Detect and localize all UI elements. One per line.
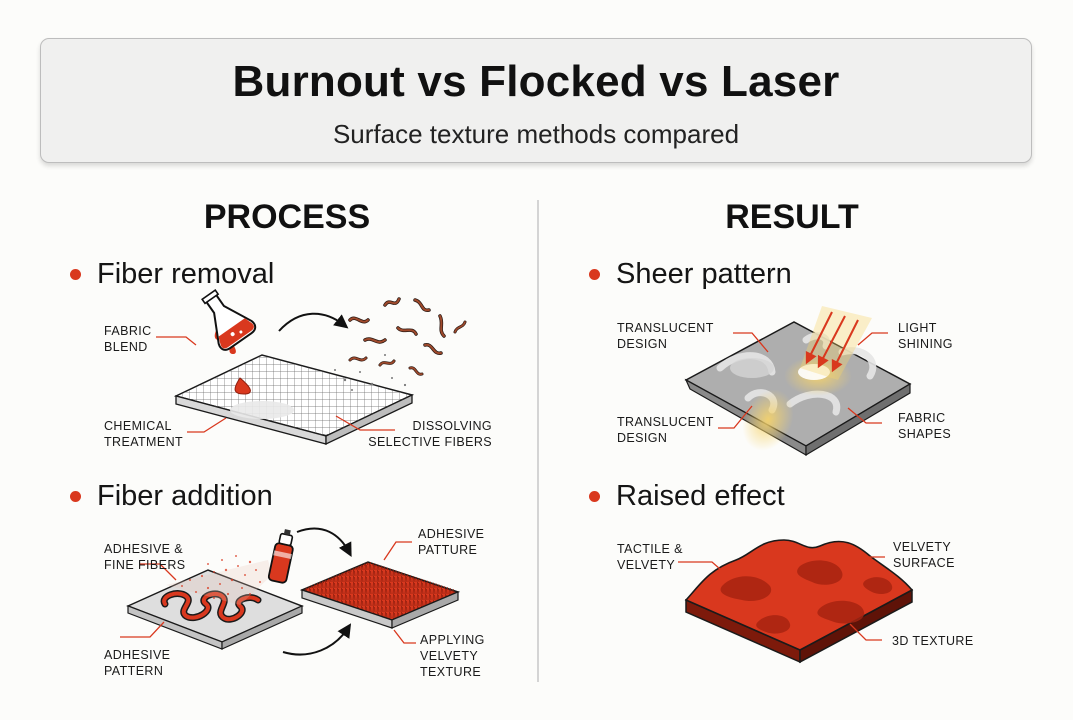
label-line: SELECTIVE FIBERS bbox=[368, 435, 492, 449]
label-line: 3D TEXTURE bbox=[892, 634, 974, 648]
dissolving-fibers bbox=[348, 297, 467, 376]
label-line: TRANSLUCENT bbox=[617, 321, 714, 335]
label-chemical-treatment: CHEMICAL TREATMENT bbox=[104, 418, 183, 450]
label-line: PATTURE bbox=[418, 543, 478, 557]
label-line: FABRIC bbox=[898, 411, 946, 425]
label-tactile-velvety: TACTILE & VELVETY bbox=[617, 541, 683, 573]
label-line: TREATMENT bbox=[104, 435, 184, 449]
label-line: DESIGN bbox=[617, 431, 668, 445]
sheer-pattern-heading: Sheer pattern bbox=[589, 258, 792, 291]
label-line: PATTERN bbox=[104, 664, 164, 678]
label-adhesive-patture: ADHESIVE PATTURE bbox=[418, 526, 484, 558]
label-line: VELVETY bbox=[893, 540, 952, 554]
bullet-icon bbox=[589, 491, 600, 502]
curved-arrow-icon bbox=[296, 527, 352, 557]
curved-arrow-icon bbox=[278, 312, 349, 332]
label-line: FABRIC bbox=[104, 324, 152, 338]
label-fabric-blend: FABRIC BLEND bbox=[104, 323, 152, 355]
process-column-heading: PROCESS bbox=[203, 198, 371, 236]
label-line: VELVETY bbox=[420, 649, 479, 663]
raised-effect-heading-text: Raised effect bbox=[616, 480, 785, 512]
bullet-icon bbox=[589, 269, 600, 280]
label-line: ADHESIVE & bbox=[104, 542, 184, 556]
label-line: ADHESIVE bbox=[104, 648, 171, 662]
column-divider bbox=[537, 200, 539, 682]
fiber-addition-heading-text: Fiber addition bbox=[97, 480, 273, 512]
label-line: TEXTURE bbox=[420, 665, 482, 679]
label-3d-texture: 3D TEXTURE bbox=[892, 633, 974, 649]
sheer-illustration bbox=[684, 306, 912, 457]
page-subtitle: Surface texture methods compared bbox=[332, 119, 740, 149]
bullet-icon bbox=[70, 269, 81, 280]
label-line: SHAPES bbox=[898, 427, 952, 441]
result-column-heading: RESULT bbox=[725, 198, 859, 236]
label-line: VELVETY bbox=[617, 558, 676, 572]
label-line: SURFACE bbox=[893, 556, 955, 570]
raised-effect-heading: Raised effect bbox=[589, 480, 785, 513]
label-adhesive-pattern: ADHESIVE PATTERN bbox=[104, 647, 170, 679]
label-adhesive-fibers: ADHESIVE & FINE FIBERS bbox=[104, 541, 186, 573]
label-line: DISSOLVING bbox=[412, 419, 492, 433]
label-line: LIGHT bbox=[898, 321, 937, 335]
label-line: BLEND bbox=[104, 340, 148, 354]
label-translucent-design-top: TRANSLUCENT DESIGN bbox=[617, 320, 714, 352]
raised-illustration bbox=[678, 539, 914, 664]
label-line: DESIGN bbox=[617, 337, 668, 351]
fiber-removal-heading: Fiber removal bbox=[70, 258, 274, 291]
label-line: TACTILE & bbox=[617, 542, 683, 556]
label-translucent-design-bottom: TRANSLUCENT DESIGN bbox=[617, 414, 714, 446]
fiber-removal-heading-text: Fiber removal bbox=[97, 258, 275, 290]
flocking-illustration bbox=[120, 527, 461, 656]
label-velvety-surface: VELVETY SURFACE bbox=[893, 539, 955, 571]
bullet-icon bbox=[70, 491, 81, 502]
label-applying-velvety: APPLYING VELVETY TEXTURE bbox=[420, 632, 485, 680]
spray-can-icon bbox=[267, 529, 294, 584]
sheer-pattern-heading-text: Sheer pattern bbox=[616, 258, 792, 290]
label-fabric-shapes: FABRIC SHAPES bbox=[898, 410, 951, 442]
label-line: TRANSLUCENT bbox=[617, 415, 714, 429]
label-line: FINE FIBERS bbox=[104, 558, 186, 572]
chemical-flask-icon bbox=[201, 289, 257, 351]
label-line: APPLYING bbox=[420, 633, 485, 647]
label-line: CHEMICAL bbox=[104, 419, 172, 433]
label-line: SHINING bbox=[898, 337, 953, 351]
title-card: Burnout vs Flocked vs Laser Surface text… bbox=[40, 38, 1032, 163]
curved-arrow-icon bbox=[282, 623, 352, 656]
fiber-addition-heading: Fiber addition bbox=[70, 480, 273, 513]
label-line: ADHESIVE bbox=[418, 527, 485, 541]
burnout-illustration bbox=[156, 289, 467, 446]
label-dissolving: DISSOLVING SELECTIVE FIBERS bbox=[368, 418, 492, 450]
page-title: Burnout vs Flocked vs Laser bbox=[232, 57, 840, 106]
label-light-shining: LIGHT SHINING bbox=[898, 320, 953, 352]
